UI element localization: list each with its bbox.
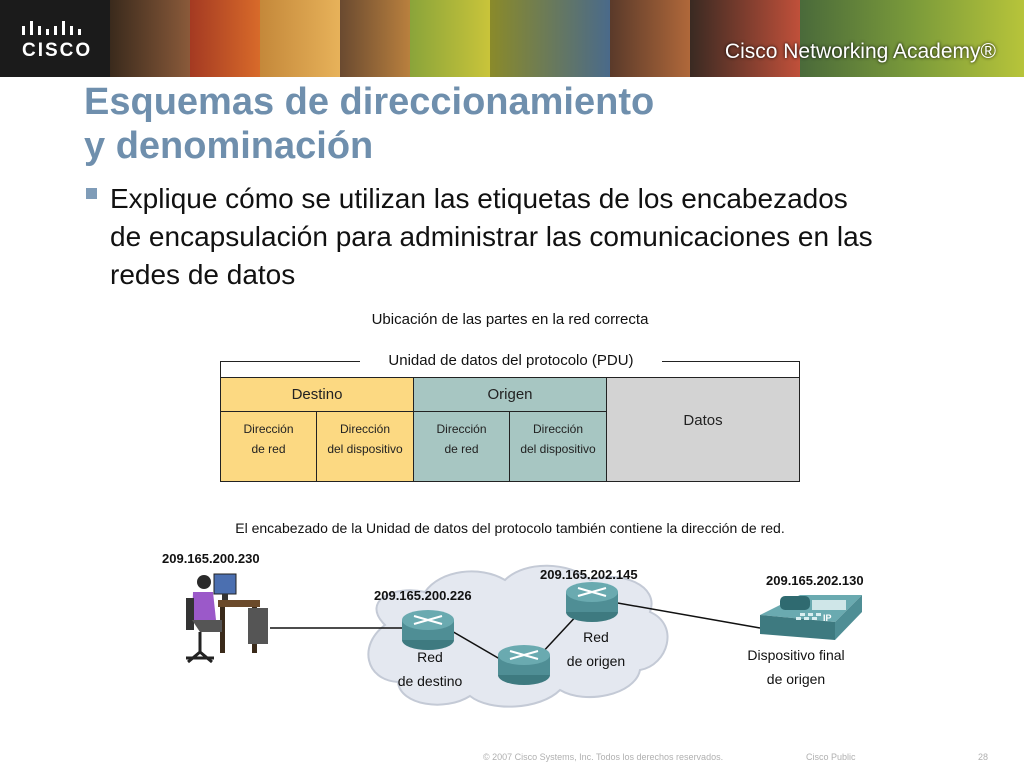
pdu-cell-text: del dispositivo — [520, 442, 596, 456]
slide-title-line: Esquemas de direccionamiento — [84, 81, 655, 123]
slide-title-line: y denominación — [84, 125, 374, 167]
pdu-cell-text: Dirección — [243, 422, 294, 436]
pdu-datos: Datos — [607, 378, 799, 481]
academy-title: Cisco Networking Academy® — [724, 40, 996, 63]
footer-copyright: © 2007 Cisco Systems, Inc. Todos los der… — [483, 752, 724, 762]
footer-page-number: 28 — [978, 752, 989, 762]
pdu-header-destino: Destino — [221, 378, 414, 412]
bullet-item: Explique cómo se utilizan las etiquetas … — [86, 180, 886, 294]
router-icon — [498, 645, 550, 685]
banner-photo-strip — [340, 0, 410, 77]
banner-photo-strip — [190, 0, 260, 77]
pc-workstation-icon — [186, 573, 268, 664]
pdu-diagram-title: Ubicación de las partes en la red correc… — [371, 311, 649, 328]
ip-label-pc: 209.165.200.230 — [162, 551, 260, 566]
label-dispositivo-final: Dispositivo final de origen — [734, 643, 858, 691]
bullet-square-icon — [86, 188, 97, 199]
link-router-router — [449, 629, 506, 663]
banner-photo-strip — [800, 0, 1024, 77]
banner-photo-strip — [260, 0, 340, 77]
ip-label-router-destino: 209.165.200.226 — [374, 588, 472, 603]
label-text: Dispositivo final — [747, 647, 845, 663]
cisco-bridge-icon — [22, 21, 81, 35]
router-icon — [402, 610, 454, 650]
bullet-text: Explique cómo se utilizan las etiquetas … — [110, 183, 873, 290]
pdu-cell-text: Dirección — [436, 422, 487, 436]
ip-label-phone: 209.165.202.130 — [766, 573, 864, 588]
pdu-table: Destino Origen Datos Dirección de red Di… — [220, 377, 800, 482]
phone-badge: IP — [823, 613, 832, 623]
ip-phone-icon: IP — [760, 595, 862, 640]
pdu-cell-text: de red — [444, 442, 479, 456]
router-icon — [566, 582, 618, 622]
label-red-origen: Red de origen — [556, 625, 636, 673]
slide-title: Esquemas de direccionamiento y denominac… — [84, 80, 654, 168]
pdu-cell-text: Dirección — [532, 422, 583, 436]
label-text: de origen — [766, 671, 826, 687]
label-text: Red — [417, 649, 443, 665]
pdu-cell-destino-red: Dirección de red — [221, 412, 317, 481]
cisco-logo: CISCO — [0, 0, 110, 77]
banner-photo-strip — [410, 0, 490, 77]
pdu-cell-destino-dispositivo: Dirección del dispositivo — [317, 412, 414, 481]
banner-photo-strip — [110, 0, 190, 77]
banner-photo-strip — [490, 0, 610, 77]
footer-classification: Cisco Public — [806, 752, 856, 762]
pdu-cell-text: Dirección — [339, 422, 390, 436]
banner-photo-strip — [690, 0, 800, 77]
pdu-label: Unidad de datos del protocolo (PDU) — [360, 352, 662, 369]
link-router-router — [539, 611, 581, 656]
pdu-header-origen: Origen — [414, 378, 607, 412]
pdu-cell-origen-dispositivo: Dirección del dispositivo — [510, 412, 607, 481]
label-text: de destino — [397, 673, 463, 689]
ip-label-router-origen: 209.165.202.145 — [540, 567, 638, 582]
pdu-cell-text: del dispositivo — [327, 442, 403, 456]
cisco-logo-text: CISCO — [22, 40, 93, 61]
link-router-phone — [611, 601, 761, 629]
banner-photo-strip — [610, 0, 690, 77]
header-banner: CISCO Cisco Networking Academy® — [0, 0, 1024, 77]
label-red-destino: Red de destino — [390, 645, 470, 693]
label-text: Red — [583, 629, 609, 645]
pdu-cell-text: de red — [251, 442, 286, 456]
label-text: de origen — [566, 653, 626, 669]
network-caption: El encabezado de la Unidad de datos del … — [235, 520, 785, 536]
pdu-cell-origen-red: Dirección de red — [414, 412, 510, 481]
